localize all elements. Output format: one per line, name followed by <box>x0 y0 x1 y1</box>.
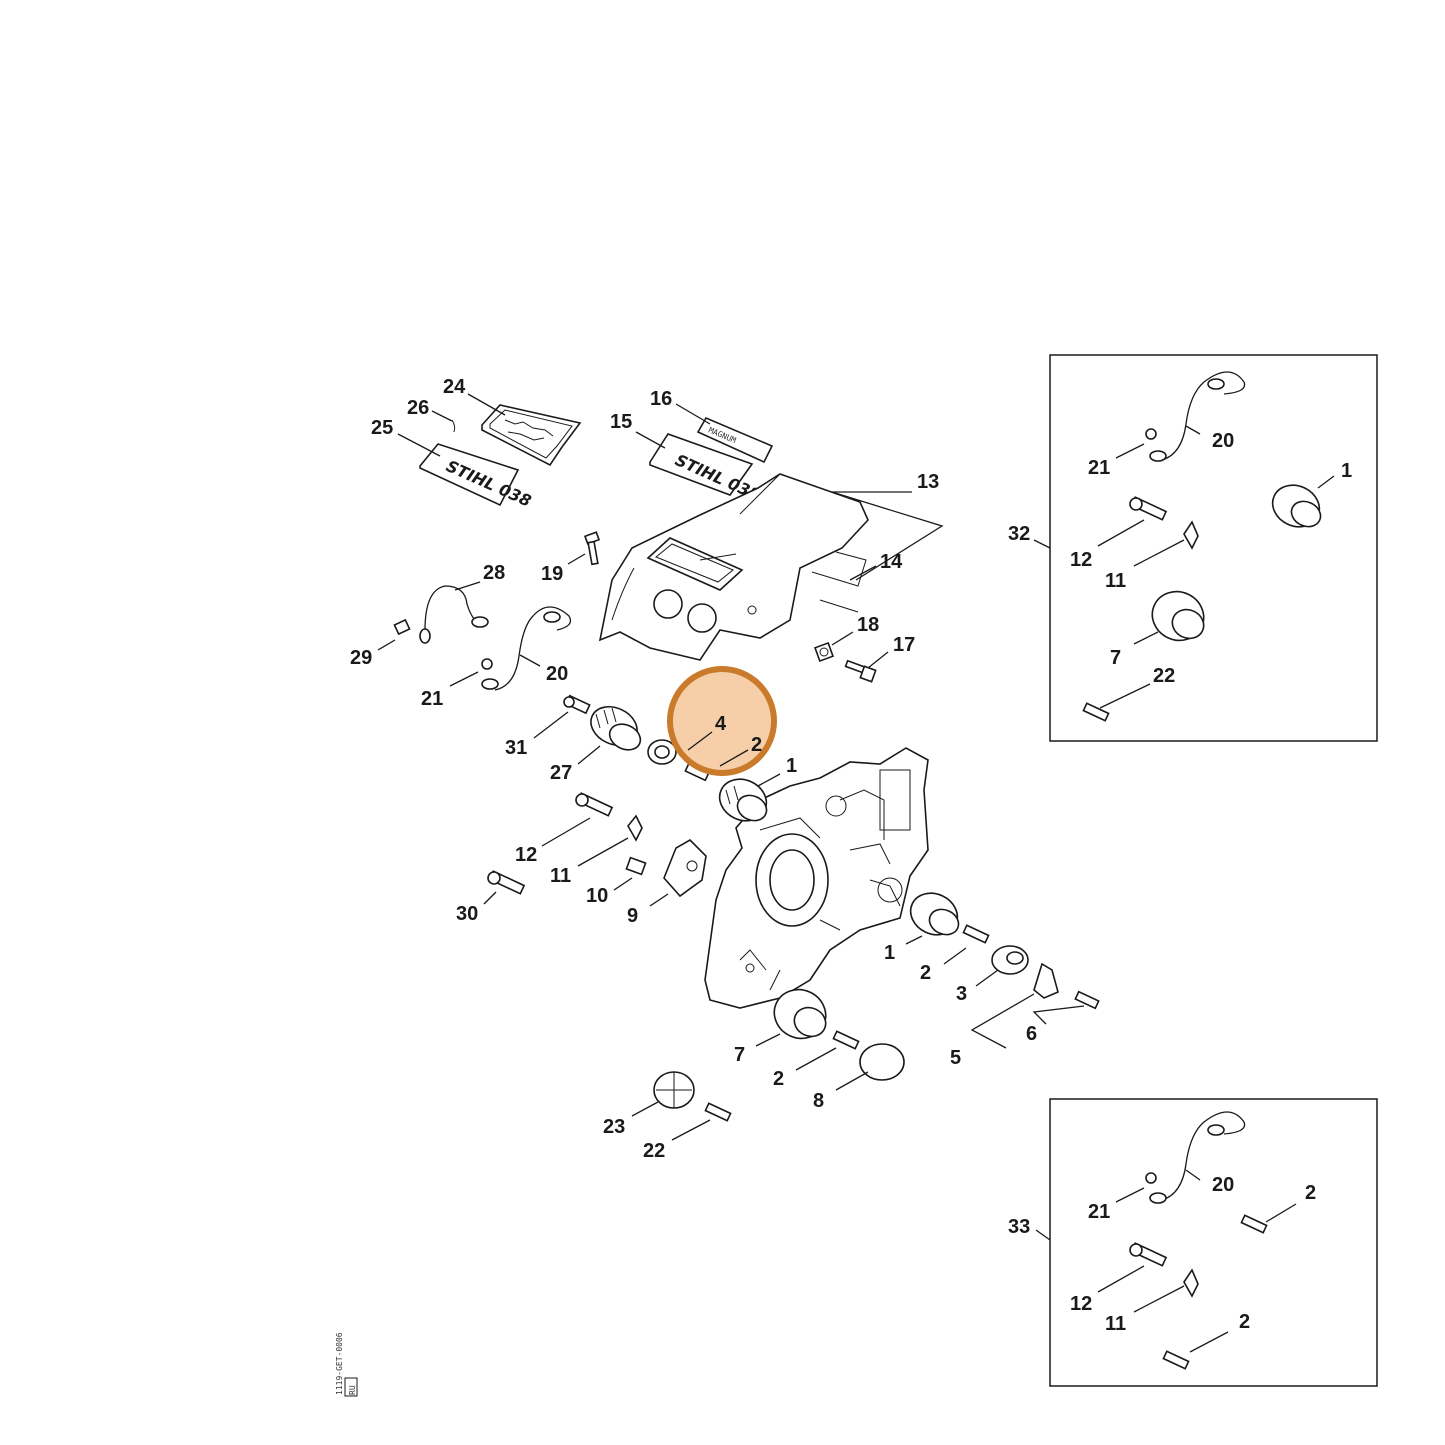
inset-33-label-2-bottom: 2 <box>1239 1311 1250 1333</box>
label-29: 29 <box>350 647 372 669</box>
inset-33: 33 20 21 2 12 11 2 <box>1008 1098 1378 1387</box>
label-7-a: 7 <box>734 1044 745 1066</box>
label-24: 24 <box>443 376 466 398</box>
decal-plate-24 <box>481 404 582 467</box>
label-18: 18 <box>857 614 879 636</box>
label-15: 15 <box>610 411 632 433</box>
shroud-13 <box>598 473 869 661</box>
inset-32: 32 20 21 1 12 11 7 22 <box>1008 354 1378 742</box>
inset-33-label-20: 20 <box>1212 1174 1234 1196</box>
label-6: 6 <box>1026 1023 1037 1045</box>
nut-29 <box>393 618 411 636</box>
nut-18 <box>814 642 834 662</box>
label-5: 5 <box>950 1047 961 1069</box>
label-30: 30 <box>456 903 478 925</box>
screw-10 <box>625 856 647 876</box>
screw-17 <box>844 659 877 683</box>
leaders-top <box>377 393 944 687</box>
label-25: 25 <box>371 417 393 439</box>
label-20: 20 <box>546 663 568 685</box>
label-13: 13 <box>917 471 939 493</box>
label-23: 23 <box>603 1116 625 1138</box>
ring-3 <box>991 945 1029 975</box>
label-19: 19 <box>541 563 563 585</box>
inset-32-label-12: 12 <box>1070 549 1092 571</box>
label-4: 4 <box>715 713 727 735</box>
inset-32-label-7: 7 <box>1110 647 1121 669</box>
label-11-a: 11 <box>550 865 571 887</box>
label-3: 3 <box>956 983 967 1005</box>
inset-33-label-2-top: 2 <box>1305 1182 1316 1204</box>
screw-12a <box>575 792 614 817</box>
buffer-1a <box>718 778 768 822</box>
label-8: 8 <box>813 1090 824 1112</box>
inset-33-label-12: 12 <box>1070 1293 1092 1315</box>
label-14: 14 <box>880 551 903 573</box>
label-27: 27 <box>550 762 572 784</box>
decal-plate-16: MAGNUM <box>696 416 774 464</box>
buffer-27 <box>590 705 642 751</box>
inset-33-label-21: 21 <box>1088 1201 1110 1223</box>
label-26: 26 <box>407 397 429 419</box>
label-2-b: 2 <box>920 962 931 984</box>
drawing-tag-text: RU <box>348 1385 357 1395</box>
ring-4 <box>647 739 677 765</box>
label-28: 28 <box>483 562 505 584</box>
screw-31 <box>563 694 591 715</box>
label-2-c: 2 <box>773 1068 784 1090</box>
label-31: 31 <box>505 737 527 759</box>
label-1-a: 1 <box>786 755 797 777</box>
buffer-7a <box>773 988 827 1040</box>
wire-20 <box>494 606 572 691</box>
label-12-a: 12 <box>515 844 537 866</box>
label-16: 16 <box>650 388 672 410</box>
drawing-code: 1119-GET-0006 RU <box>335 1332 358 1397</box>
inset-32-label-21: 21 <box>1088 457 1110 479</box>
screw-2c <box>832 1030 860 1050</box>
inset-33-label-11: 11 <box>1105 1313 1126 1335</box>
highlight-ring-4 <box>667 666 777 776</box>
drawing-code-text: 1119-GET-0006 <box>335 1332 344 1395</box>
screw-6 <box>1074 990 1100 1010</box>
label-10: 10 <box>586 885 608 907</box>
buffer-23 <box>653 1071 695 1109</box>
label-2-a: 2 <box>751 734 762 756</box>
label-9: 9 <box>627 905 638 927</box>
label-22-a: 22 <box>643 1140 665 1162</box>
part-labels: 24 26 25 16 15 13 14 19 28 29 20 21 18 1… <box>350 376 1037 1162</box>
clip-11a <box>627 814 643 842</box>
label-17: 17 <box>893 634 915 656</box>
plate-9 <box>663 839 707 898</box>
label-21: 21 <box>421 688 443 710</box>
inset-32-number: 32 <box>1008 523 1030 545</box>
screw-30 <box>487 870 526 895</box>
inset-32-label-22: 22 <box>1153 665 1175 687</box>
inset-32-label-20: 20 <box>1212 430 1234 452</box>
buffer-1b <box>909 892 960 936</box>
inset-33-number: 33 <box>1008 1216 1030 1238</box>
decal-plate-26 <box>451 419 456 433</box>
seal-14 <box>811 551 867 613</box>
screw-22a <box>704 1102 732 1122</box>
label-1-b: 1 <box>884 942 895 964</box>
screw-19 <box>583 531 601 566</box>
bracket-5 <box>1033 962 1059 999</box>
wire-28 <box>419 585 489 644</box>
leaders-middle <box>483 711 1085 1141</box>
inset-32-label-1: 1 <box>1341 460 1352 482</box>
screw-2b <box>962 924 990 944</box>
plug-8 <box>859 1043 905 1081</box>
inset-32-label-11: 11 <box>1105 570 1126 592</box>
screw-21 <box>481 658 499 690</box>
